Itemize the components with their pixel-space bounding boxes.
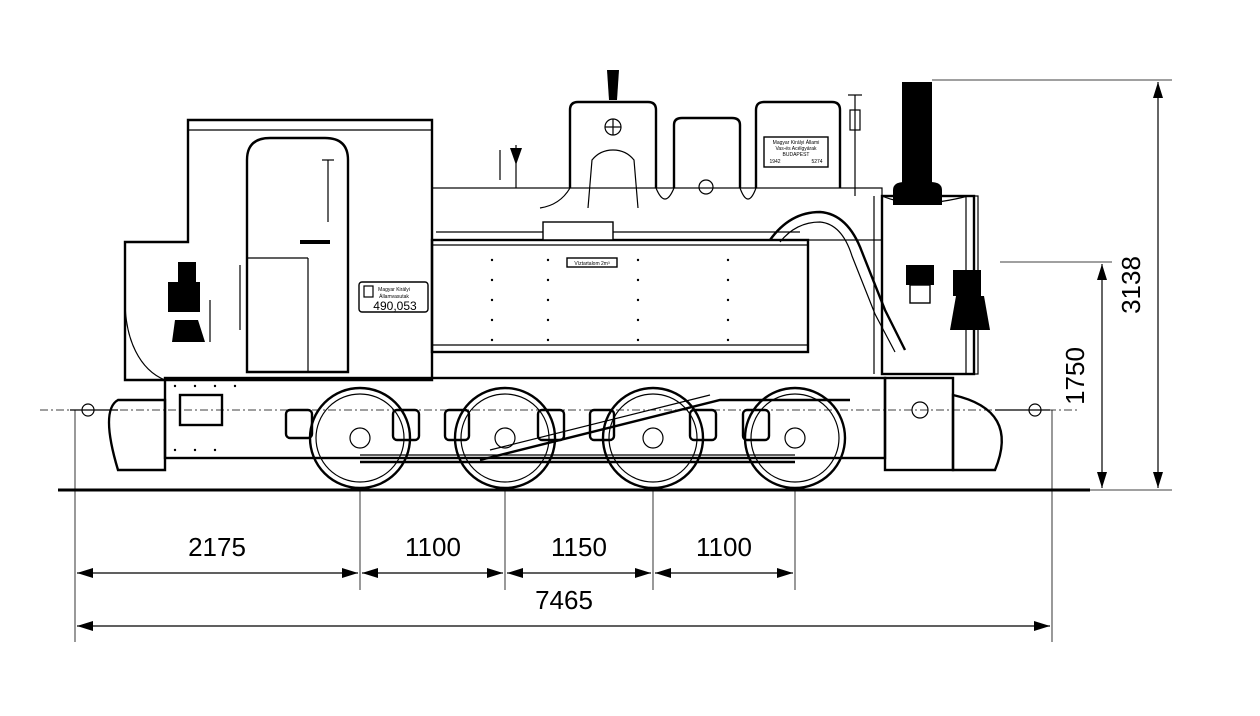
front-coupler	[951, 393, 1050, 472]
rear-lamp	[950, 270, 990, 330]
dim-overall: 7465	[535, 585, 593, 615]
wheel-1	[308, 386, 412, 490]
builder-year: 1942	[769, 159, 780, 165]
steam-dome	[672, 116, 742, 195]
steam-pipe	[769, 210, 907, 351]
wheel-4	[743, 386, 847, 490]
cab	[123, 118, 434, 382]
front-lamp	[906, 265, 934, 304]
wheel-2	[453, 386, 557, 490]
front-dome: Magyar Királyi Állami Vas-és Acélgyárak …	[754, 100, 842, 188]
wheels	[308, 386, 847, 490]
plate-line2: Államvasutak	[379, 293, 409, 300]
number-plate: Magyar Királyi Államvasutak 490,053	[358, 281, 429, 313]
coupling-rods	[360, 394, 850, 464]
whistle	[848, 94, 862, 196]
safety-valve	[499, 145, 522, 188]
dim-segment-4: 1100	[696, 532, 752, 562]
cab-door	[245, 136, 350, 374]
boiler	[431, 187, 979, 376]
rear-coupler	[70, 398, 167, 472]
horizontal-dimensions: 2175 1100 1150 1100 7465	[77, 532, 1050, 631]
builder-line3: BUDAPEST	[783, 152, 810, 158]
tank-label: Víztartalom 2m³	[574, 261, 610, 267]
dim-segment-2: 1100	[405, 532, 461, 562]
builder-line1: Magyar Királyi Állami	[773, 139, 820, 146]
dim-segment-3: 1150	[551, 532, 607, 562]
sand-dome	[568, 70, 658, 209]
dim-total-height: 3138	[1116, 256, 1146, 314]
vertical-dimensions: 3138 1750	[1060, 82, 1163, 488]
cab-lamp	[168, 262, 211, 342]
water-tank: Víztartalom 2m³	[430, 221, 810, 354]
dim-segment-1: 2175	[188, 532, 246, 562]
builder-serial: 5274	[811, 159, 822, 165]
dim-axis-height: 1750	[1060, 347, 1090, 405]
plate-number: 490,053	[373, 299, 417, 313]
extension-lines	[74, 79, 1172, 642]
plate-line1: Magyar Királyi	[378, 287, 410, 293]
wheel-3	[601, 386, 705, 490]
chimney	[881, 82, 969, 205]
builder-line2: Vas-és Acélgyárak	[775, 146, 817, 152]
